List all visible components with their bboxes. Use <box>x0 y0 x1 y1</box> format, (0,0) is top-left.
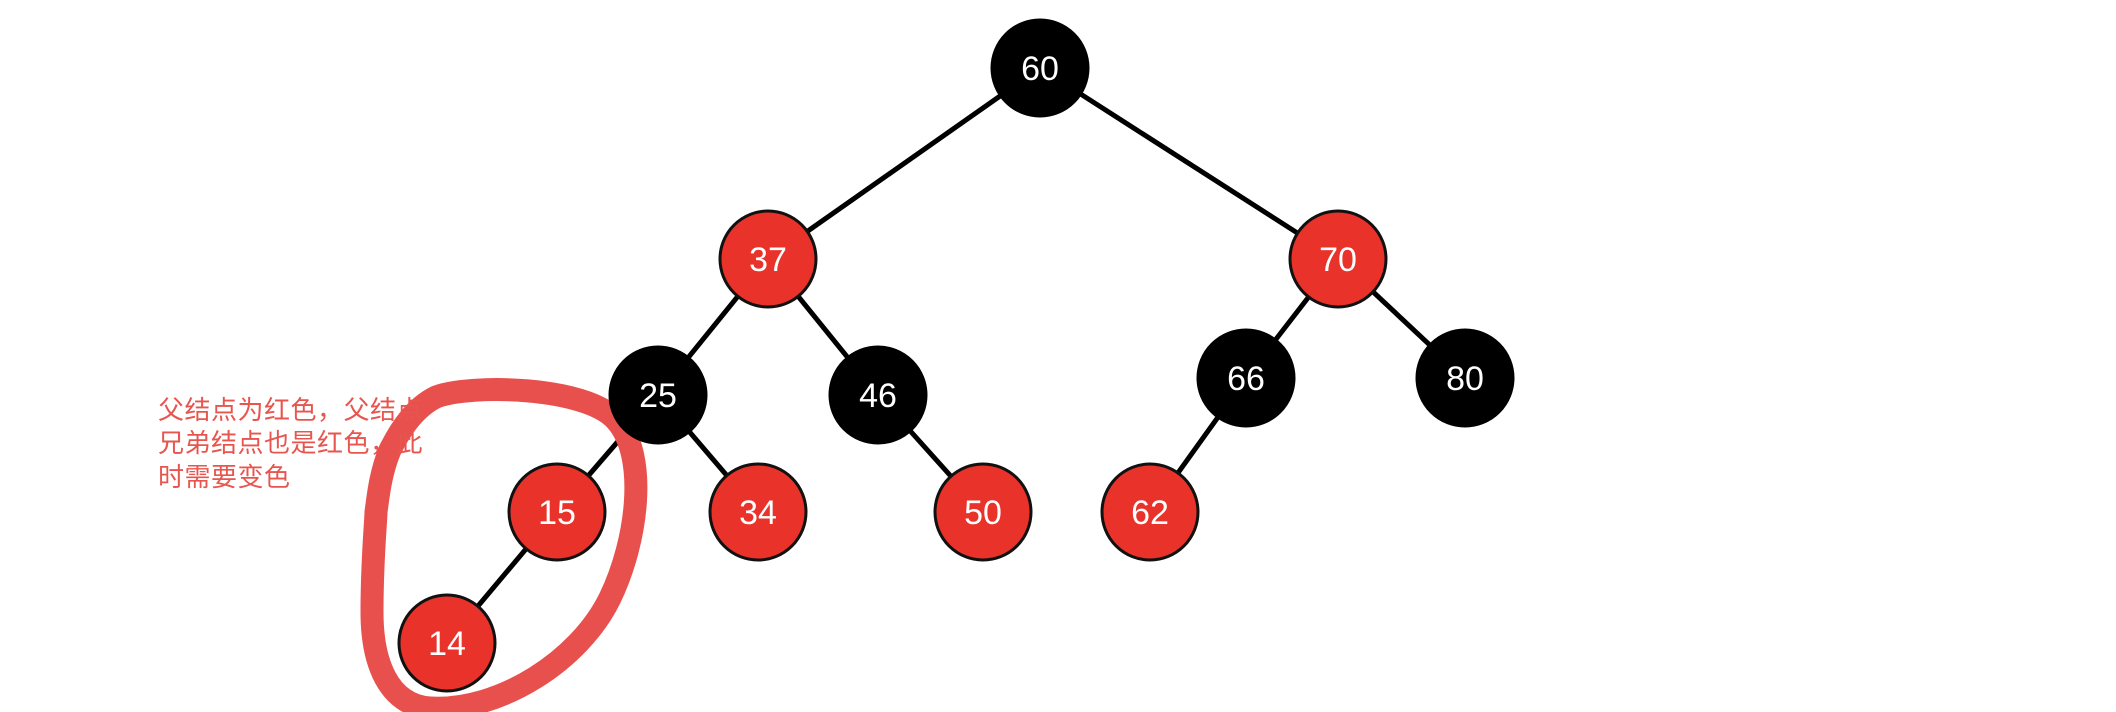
tree-edge <box>1369 287 1434 350</box>
tree-node-80[interactable]: 80 <box>1415 328 1515 428</box>
tree-edge <box>685 427 731 480</box>
tree-node-25[interactable]: 25 <box>608 345 708 445</box>
node-circle-62 <box>1100 462 1200 562</box>
tree-edges <box>474 90 1434 611</box>
tree-node-66[interactable]: 66 <box>1196 328 1296 428</box>
tree-edge <box>794 292 852 362</box>
tree-node-34[interactable]: 34 <box>708 462 808 562</box>
tree-node-14[interactable]: 14 <box>397 593 497 693</box>
node-circle-60 <box>990 18 1090 118</box>
tree-node-46[interactable]: 46 <box>828 345 928 445</box>
node-circle-66 <box>1196 328 1296 428</box>
tree-node-37[interactable]: 37 <box>718 209 818 309</box>
tree-edge <box>1271 292 1313 345</box>
tree-edge <box>1076 90 1302 237</box>
tree-node-60[interactable]: 60 <box>990 18 1090 118</box>
tree-node-62[interactable]: 62 <box>1100 462 1200 562</box>
tree-edge <box>474 544 530 611</box>
tree-edge <box>684 292 742 362</box>
tree-edge <box>803 91 1005 236</box>
node-circle-70 <box>1288 209 1388 309</box>
tree-edge <box>1174 412 1222 478</box>
node-circle-34 <box>708 462 808 562</box>
tree-node-70[interactable]: 70 <box>1288 209 1388 309</box>
node-circle-15 <box>507 462 607 562</box>
node-circle-37 <box>718 209 818 309</box>
tree-node-50[interactable]: 50 <box>933 462 1033 562</box>
tree-edge <box>906 426 955 481</box>
node-circle-50 <box>933 462 1033 562</box>
node-circle-46 <box>828 345 928 445</box>
tree-node-15[interactable]: 15 <box>507 462 607 562</box>
node-circle-80 <box>1415 328 1515 428</box>
node-circle-14 <box>397 593 497 693</box>
node-circle-25 <box>608 345 708 445</box>
tree-nodes: 60 37 70 25 46 66 80 15 34 50 62 14 <box>397 18 1515 693</box>
